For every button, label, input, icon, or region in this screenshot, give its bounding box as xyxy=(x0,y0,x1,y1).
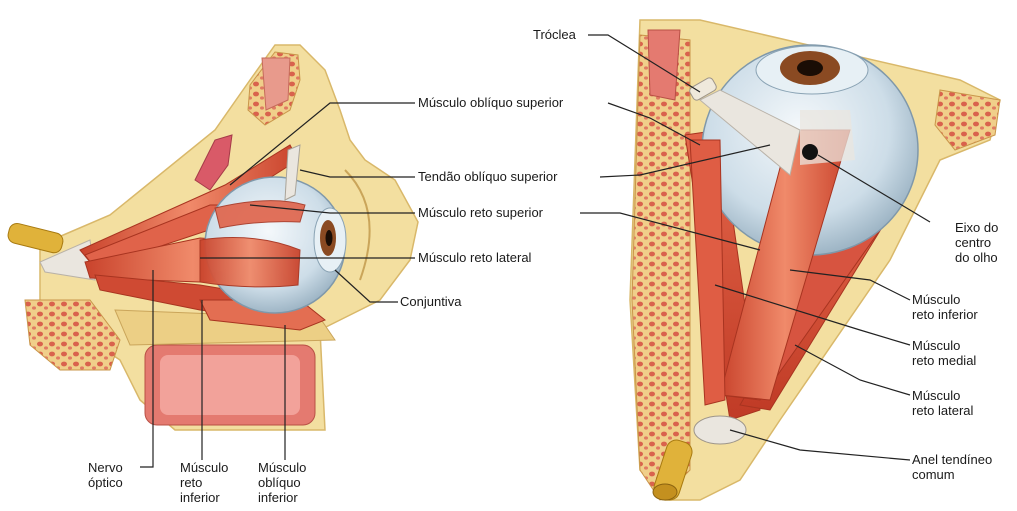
label-tendao-obliquo-superior: Tendão oblíquo superior xyxy=(418,169,558,184)
label-musculo-obliquo-superior: Músculo oblíquo superior xyxy=(418,95,563,110)
label-musculo-reto-lateral-right: Músculo reto lateral xyxy=(912,388,973,418)
right-superior-view xyxy=(630,20,1000,503)
label-eixo-do-centro-do-olho: Eixo do centro do olho xyxy=(955,220,998,265)
label-musculo-reto-medial: Músculo reto medial xyxy=(912,338,976,368)
label-musculo-reto-inferior-right: Músculo reto inferior xyxy=(912,292,978,322)
label-troclea: Tróclea xyxy=(533,27,576,42)
label-musculo-reto-superior: Músculo reto superior xyxy=(418,205,543,220)
left-pupil xyxy=(326,230,333,246)
right-frontal-sinus xyxy=(648,30,680,100)
label-musculo-reto-inferior-left: Músculo reto inferior xyxy=(180,460,228,505)
label-conjuntiva: Conjuntiva xyxy=(400,294,461,309)
label-anel-tendineo-comum: Anel tendíneo comum xyxy=(912,452,992,482)
right-pupil xyxy=(797,60,823,76)
label-musculo-reto-lateral: Músculo reto lateral xyxy=(418,250,531,265)
right-medial-marrow xyxy=(632,35,690,500)
label-musculo-obliquo-inferior: Músculo oblíquo inferior xyxy=(258,460,306,505)
left-lateral-rectus-insertion xyxy=(200,238,300,287)
right-common-tendinous-ring xyxy=(694,416,746,444)
label-nervo-optico: Nervo óptico xyxy=(88,460,123,490)
left-optic-nerve xyxy=(6,222,64,255)
right-eye-center-axis xyxy=(802,144,818,160)
